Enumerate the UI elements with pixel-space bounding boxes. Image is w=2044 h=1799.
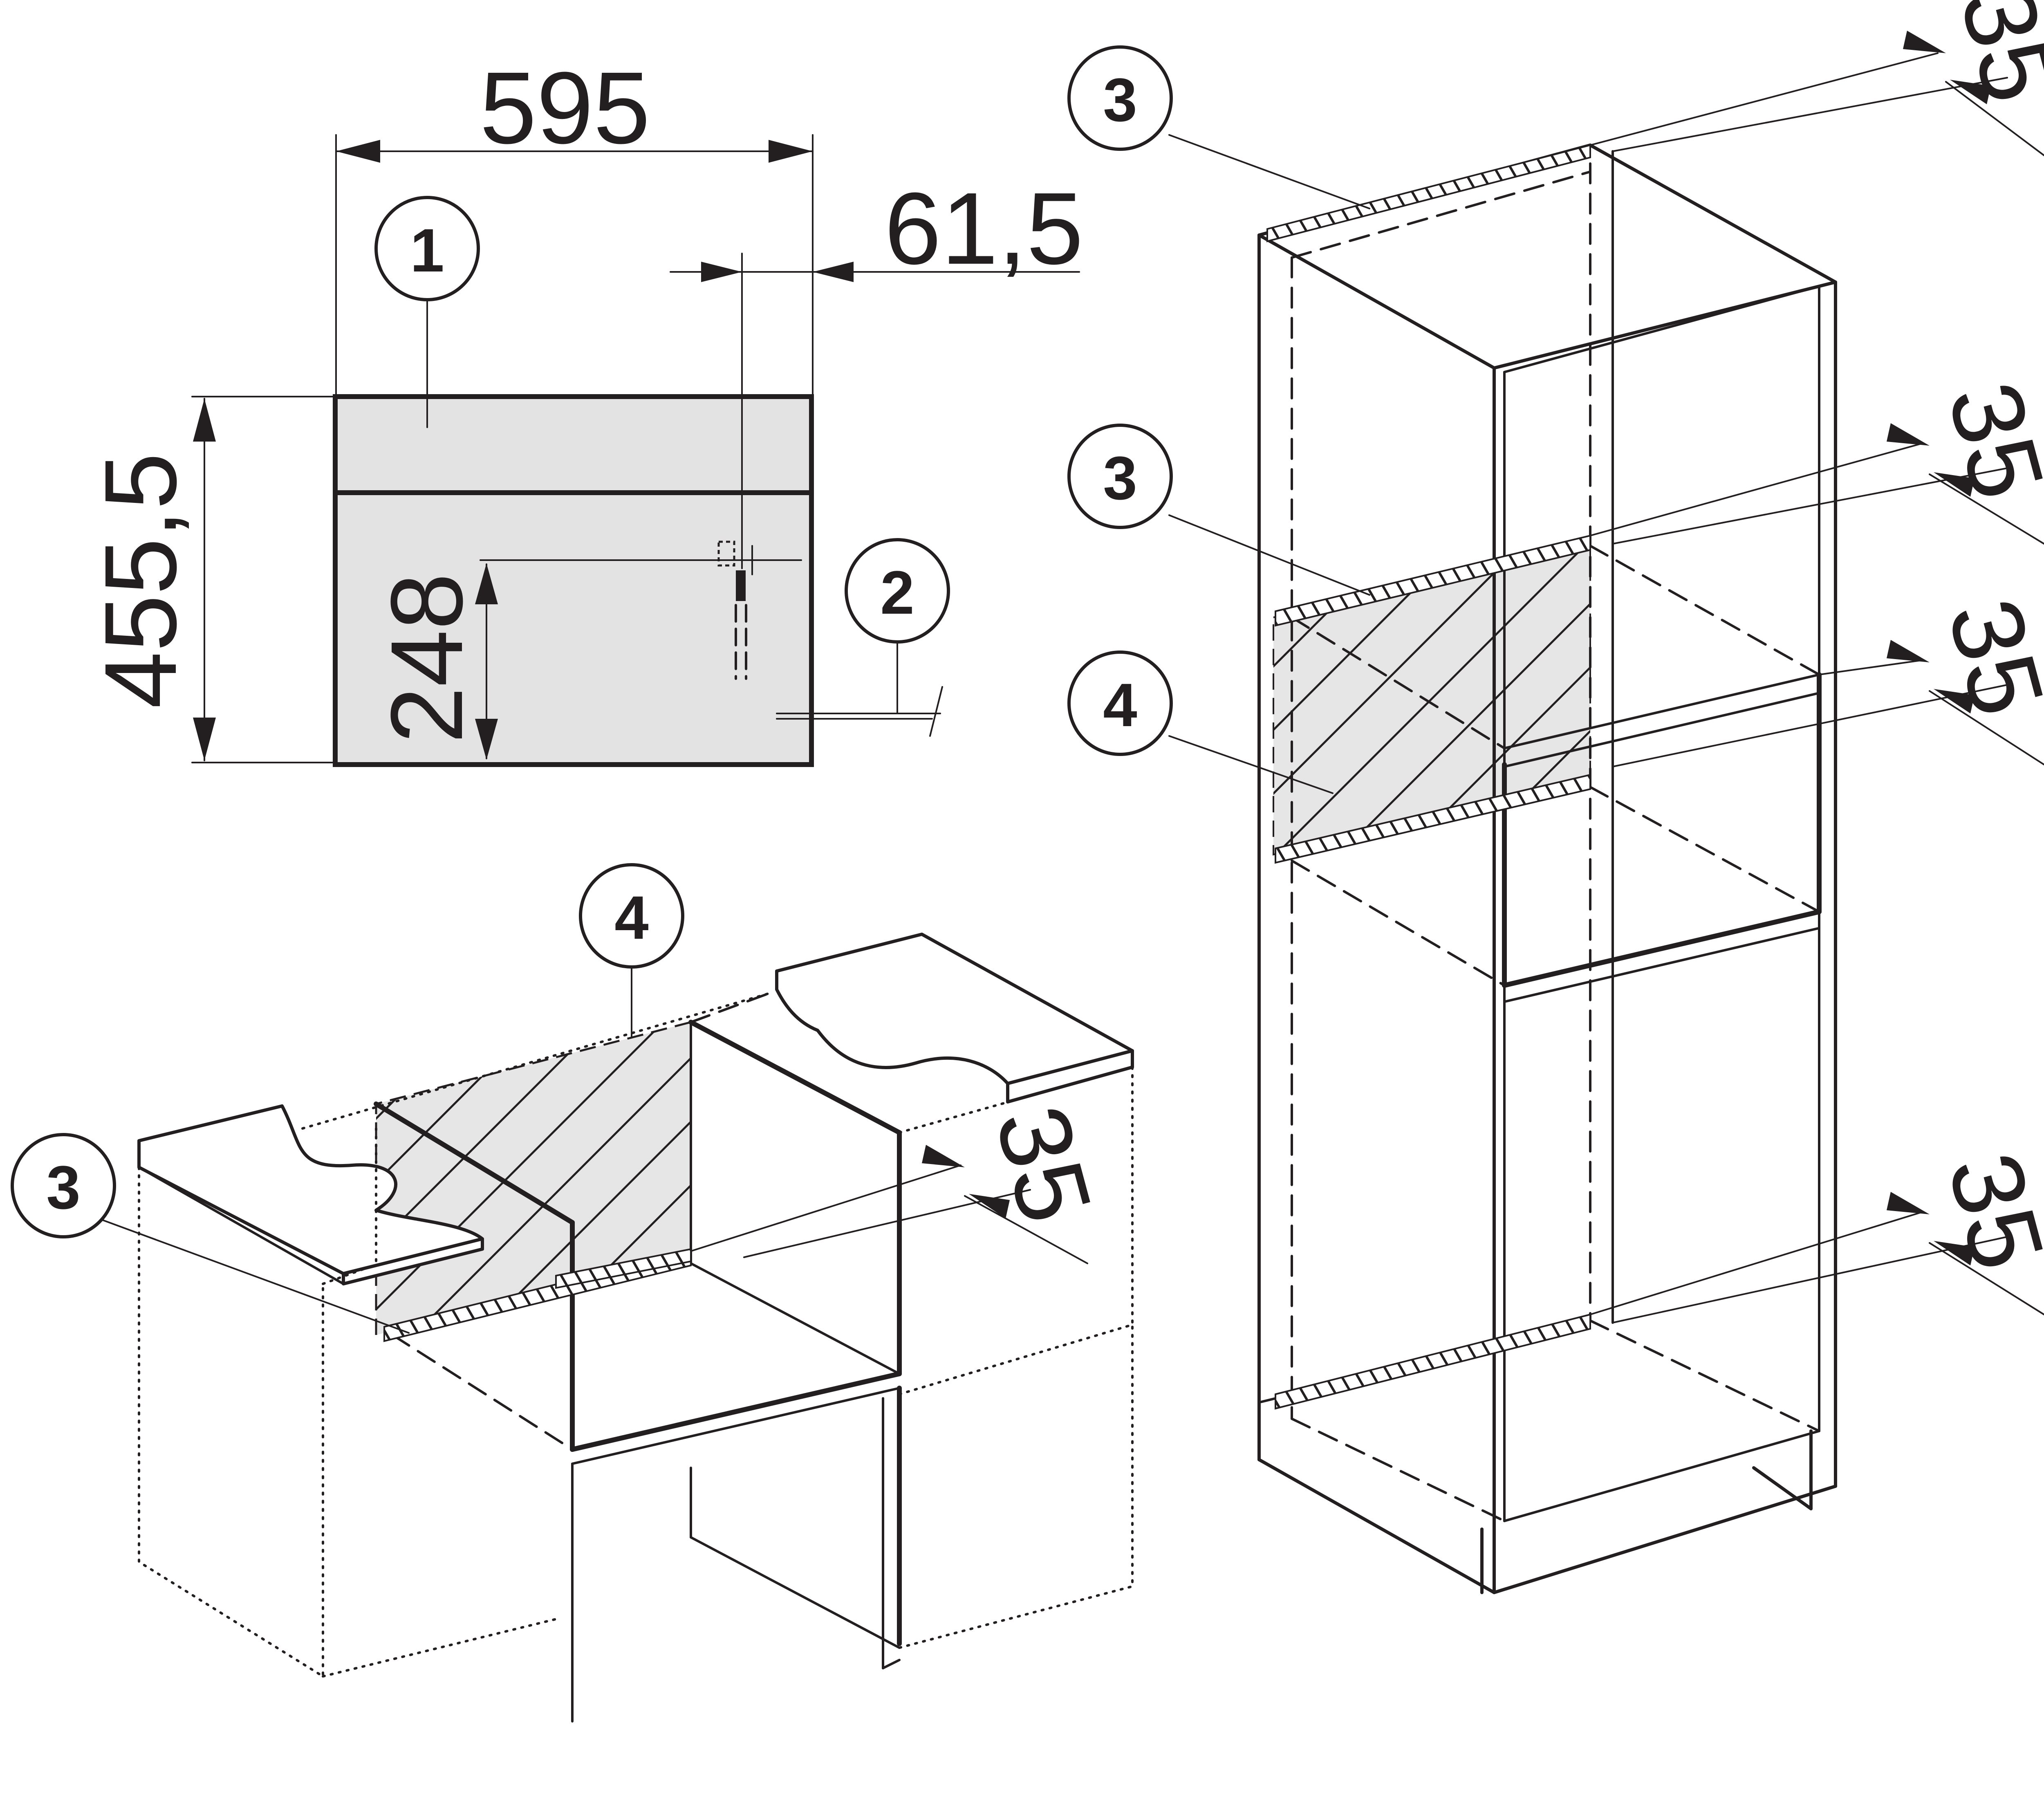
worktop-left-front — [138, 1166, 345, 1285]
cabinet-bottom-front-edge — [1493, 1485, 1837, 1594]
callout-3b-leader — [1168, 514, 1370, 596]
niche-bottom-front — [1502, 909, 1822, 988]
tall-cabinet: 35 35 35 35 — [1067, 0, 2044, 1594]
niche-bottom-front-2 — [571, 1387, 901, 1465]
front-view: 595 61,5 455,5 248 — [83, 51, 1083, 767]
cabinet-plinth-side — [1752, 1466, 1813, 1510]
appliance-front-panel — [333, 394, 814, 767]
right-cabinet-outline — [898, 1323, 1134, 1649]
connection-symbol — [717, 541, 769, 680]
right-cabinet-top — [898, 1066, 1134, 1134]
base-vent-strip-2 — [555, 1248, 692, 1289]
niche-top-front — [1503, 673, 1820, 749]
gap-value-mid2: 35 — [1927, 588, 2044, 727]
callout-4-leader — [1168, 735, 1334, 794]
svg-text:3: 3 — [1103, 444, 1137, 512]
svg-text:3: 3 — [1103, 65, 1137, 134]
niche-bottom-right-hidden — [1589, 786, 1820, 913]
gap-dim-mid1: 35 — [1589, 371, 2044, 545]
ventilation-cross-section — [1273, 546, 1590, 855]
callout-4-right: 4 — [1067, 651, 1173, 756]
connection-arrow-top — [475, 563, 498, 604]
svg-text:2: 2 — [880, 558, 914, 627]
height-arrow-bottom — [193, 718, 216, 760]
callout-3-top: 3 — [1067, 45, 1173, 151]
callout-3-base: 3 — [11, 1133, 116, 1238]
callout-3-base-leader — [97, 1218, 410, 1334]
offset-arrow-right — [813, 262, 854, 282]
width-arrow-left — [336, 140, 380, 163]
hidden-top-back — [1291, 170, 1591, 259]
niche-bottom-left-hidden — [391, 1334, 574, 1451]
base-ventilation-cross-section — [376, 1022, 691, 1335]
connection-arrow-bottom — [475, 719, 498, 760]
lower-back-bottom — [690, 1536, 901, 1649]
height-value: 455,5 — [83, 453, 197, 709]
bottom-left-hidden — [1291, 1418, 1506, 1522]
bottom-right-hidden — [1589, 1319, 1820, 1432]
niche-top-left-hidden — [1291, 616, 1506, 749]
gap-value-top: 35 — [1939, 0, 2044, 114]
cabinet-bottom-left-edge — [1257, 1458, 1496, 1594]
inner-top-rail — [1503, 285, 1820, 373]
gap-dim-top: 35 — [1589, 0, 2044, 156]
offset-arrow-left — [701, 262, 742, 282]
callout-4-base: 4 — [579, 863, 684, 969]
svg-text:1: 1 — [410, 216, 444, 285]
vent-strip-top — [1266, 144, 1591, 242]
svg-text:4: 4 — [1103, 671, 1137, 739]
offset-value: 61,5 — [884, 171, 1083, 285]
callout-3-mid: 3 — [1067, 424, 1173, 529]
callout-2: 2 — [845, 538, 950, 644]
vent-strip-mid — [1275, 534, 1591, 627]
base-cabinet: 35 4 3 — [11, 863, 1134, 1723]
svg-text:3: 3 — [46, 1153, 80, 1222]
niche-top-right-hidden — [1589, 545, 1820, 676]
worktop-right — [775, 933, 1134, 1085]
niche-bottom-left-hidden — [1291, 859, 1506, 987]
niche-top-left — [688, 1020, 902, 1135]
worktop-hidden-back — [690, 992, 770, 1023]
niche-bottom-front — [570, 1371, 902, 1452]
vent-strip-bottom — [1275, 1313, 1591, 1410]
gap-value-mid1: 35 — [1927, 371, 2044, 510]
cabinet-top-left-edge — [1257, 233, 1496, 370]
width-arrow-right — [769, 140, 813, 163]
callout-3a-leader — [1168, 134, 1370, 209]
callout-1: 1 — [374, 196, 480, 301]
gap-value-bottom: 35 — [1927, 1142, 2044, 1281]
niche-top-front-left — [374, 1101, 575, 1225]
inner-bottom-rail — [1503, 1430, 1820, 1522]
niche-back-bottom — [690, 1262, 901, 1375]
worktop-back-dotted — [301, 992, 770, 1130]
gap-dim-mid2: 35 — [1612, 588, 2044, 767]
gap-dim-bottom: 35 — [1589, 1142, 2044, 1323]
niche-top-front-2 — [1503, 692, 1820, 768]
gap-dim-base: 35 — [690, 1095, 1114, 1264]
height-arrow-top — [193, 399, 216, 442]
cabinet-top-right-edge — [1589, 144, 1837, 284]
width-value: 595 — [480, 51, 650, 165]
connection-height-value: 248 — [370, 573, 484, 743]
left-cabinet-outline — [138, 1166, 324, 1678]
worktop-left — [137, 1104, 484, 1275]
left-cabinet-top — [322, 1266, 369, 1285]
cable-end — [929, 686, 943, 737]
left-cabinet-bottom — [322, 1618, 557, 1678]
svg-text:4: 4 — [614, 883, 648, 952]
right-cabinet-foot — [882, 1659, 901, 1669]
vent-strip-niche — [1275, 774, 1591, 864]
shelf-below-niche — [1503, 927, 1820, 1003]
